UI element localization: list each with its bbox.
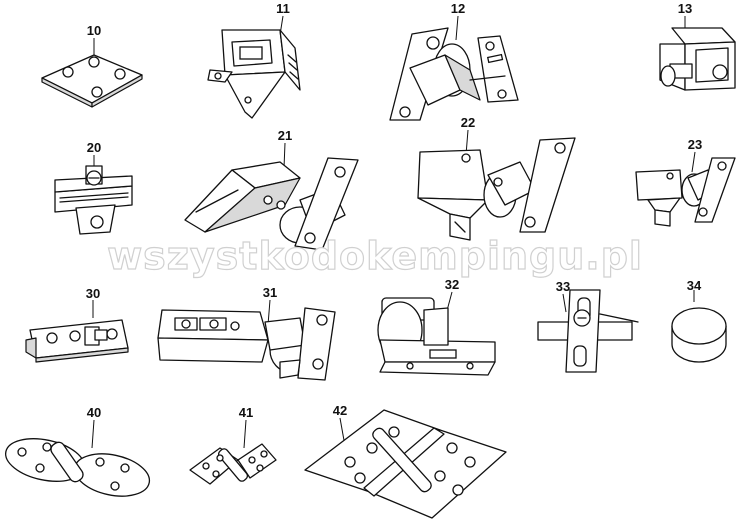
part-32-label: 32 (445, 277, 459, 292)
part-34-cover-cap: 34 (671, 278, 727, 363)
part-31-label: 31 (263, 285, 277, 300)
part-41-label: 41 (239, 405, 253, 420)
part-22-label: 22 (461, 115, 475, 130)
part-11-label: 11 (276, 1, 290, 16)
part-33-cross-plate: 33 (537, 279, 639, 373)
part-20-mounting-plate: 20 (54, 140, 133, 235)
part-12-label: 12 (451, 1, 465, 16)
part-21-label: 21 (278, 128, 292, 143)
watermark-text: wszystkodokempingu.pl (107, 234, 643, 278)
part-40-round-hinge: 40 (5, 405, 151, 497)
part-32-cup-hinge: 32 (377, 277, 496, 376)
part-30-mounting-rail: 30 (25, 286, 129, 363)
part-12-concealed-hinge: 12 (389, 1, 519, 121)
part-41-butt-hinge: 41 (189, 405, 277, 485)
part-21-angled-hinge: 21 (184, 128, 359, 251)
part-11-flag-hinge: 11 (207, 1, 301, 119)
part-23-small-hinge: 23 (635, 137, 736, 227)
part-30-label: 30 (86, 286, 100, 301)
part-40-label: 40 (87, 405, 101, 420)
part-10-square-plate: 10 (41, 23, 143, 108)
part-34-label: 34 (687, 278, 702, 293)
part-42-large-hinge: 42 (304, 403, 507, 519)
part-20-label: 20 (87, 140, 101, 155)
part-10-label: 10 (87, 23, 101, 38)
part-42-label: 42 (333, 403, 347, 418)
part-31-clip-hinge: 31 (157, 285, 336, 381)
part-13-pin-block: 13 (659, 1, 736, 91)
part-33-label: 33 (556, 279, 570, 294)
part-13-label: 13 (678, 1, 692, 16)
part-22-concealed-hinge: 22 (417, 115, 576, 241)
part-23-label: 23 (688, 137, 702, 152)
